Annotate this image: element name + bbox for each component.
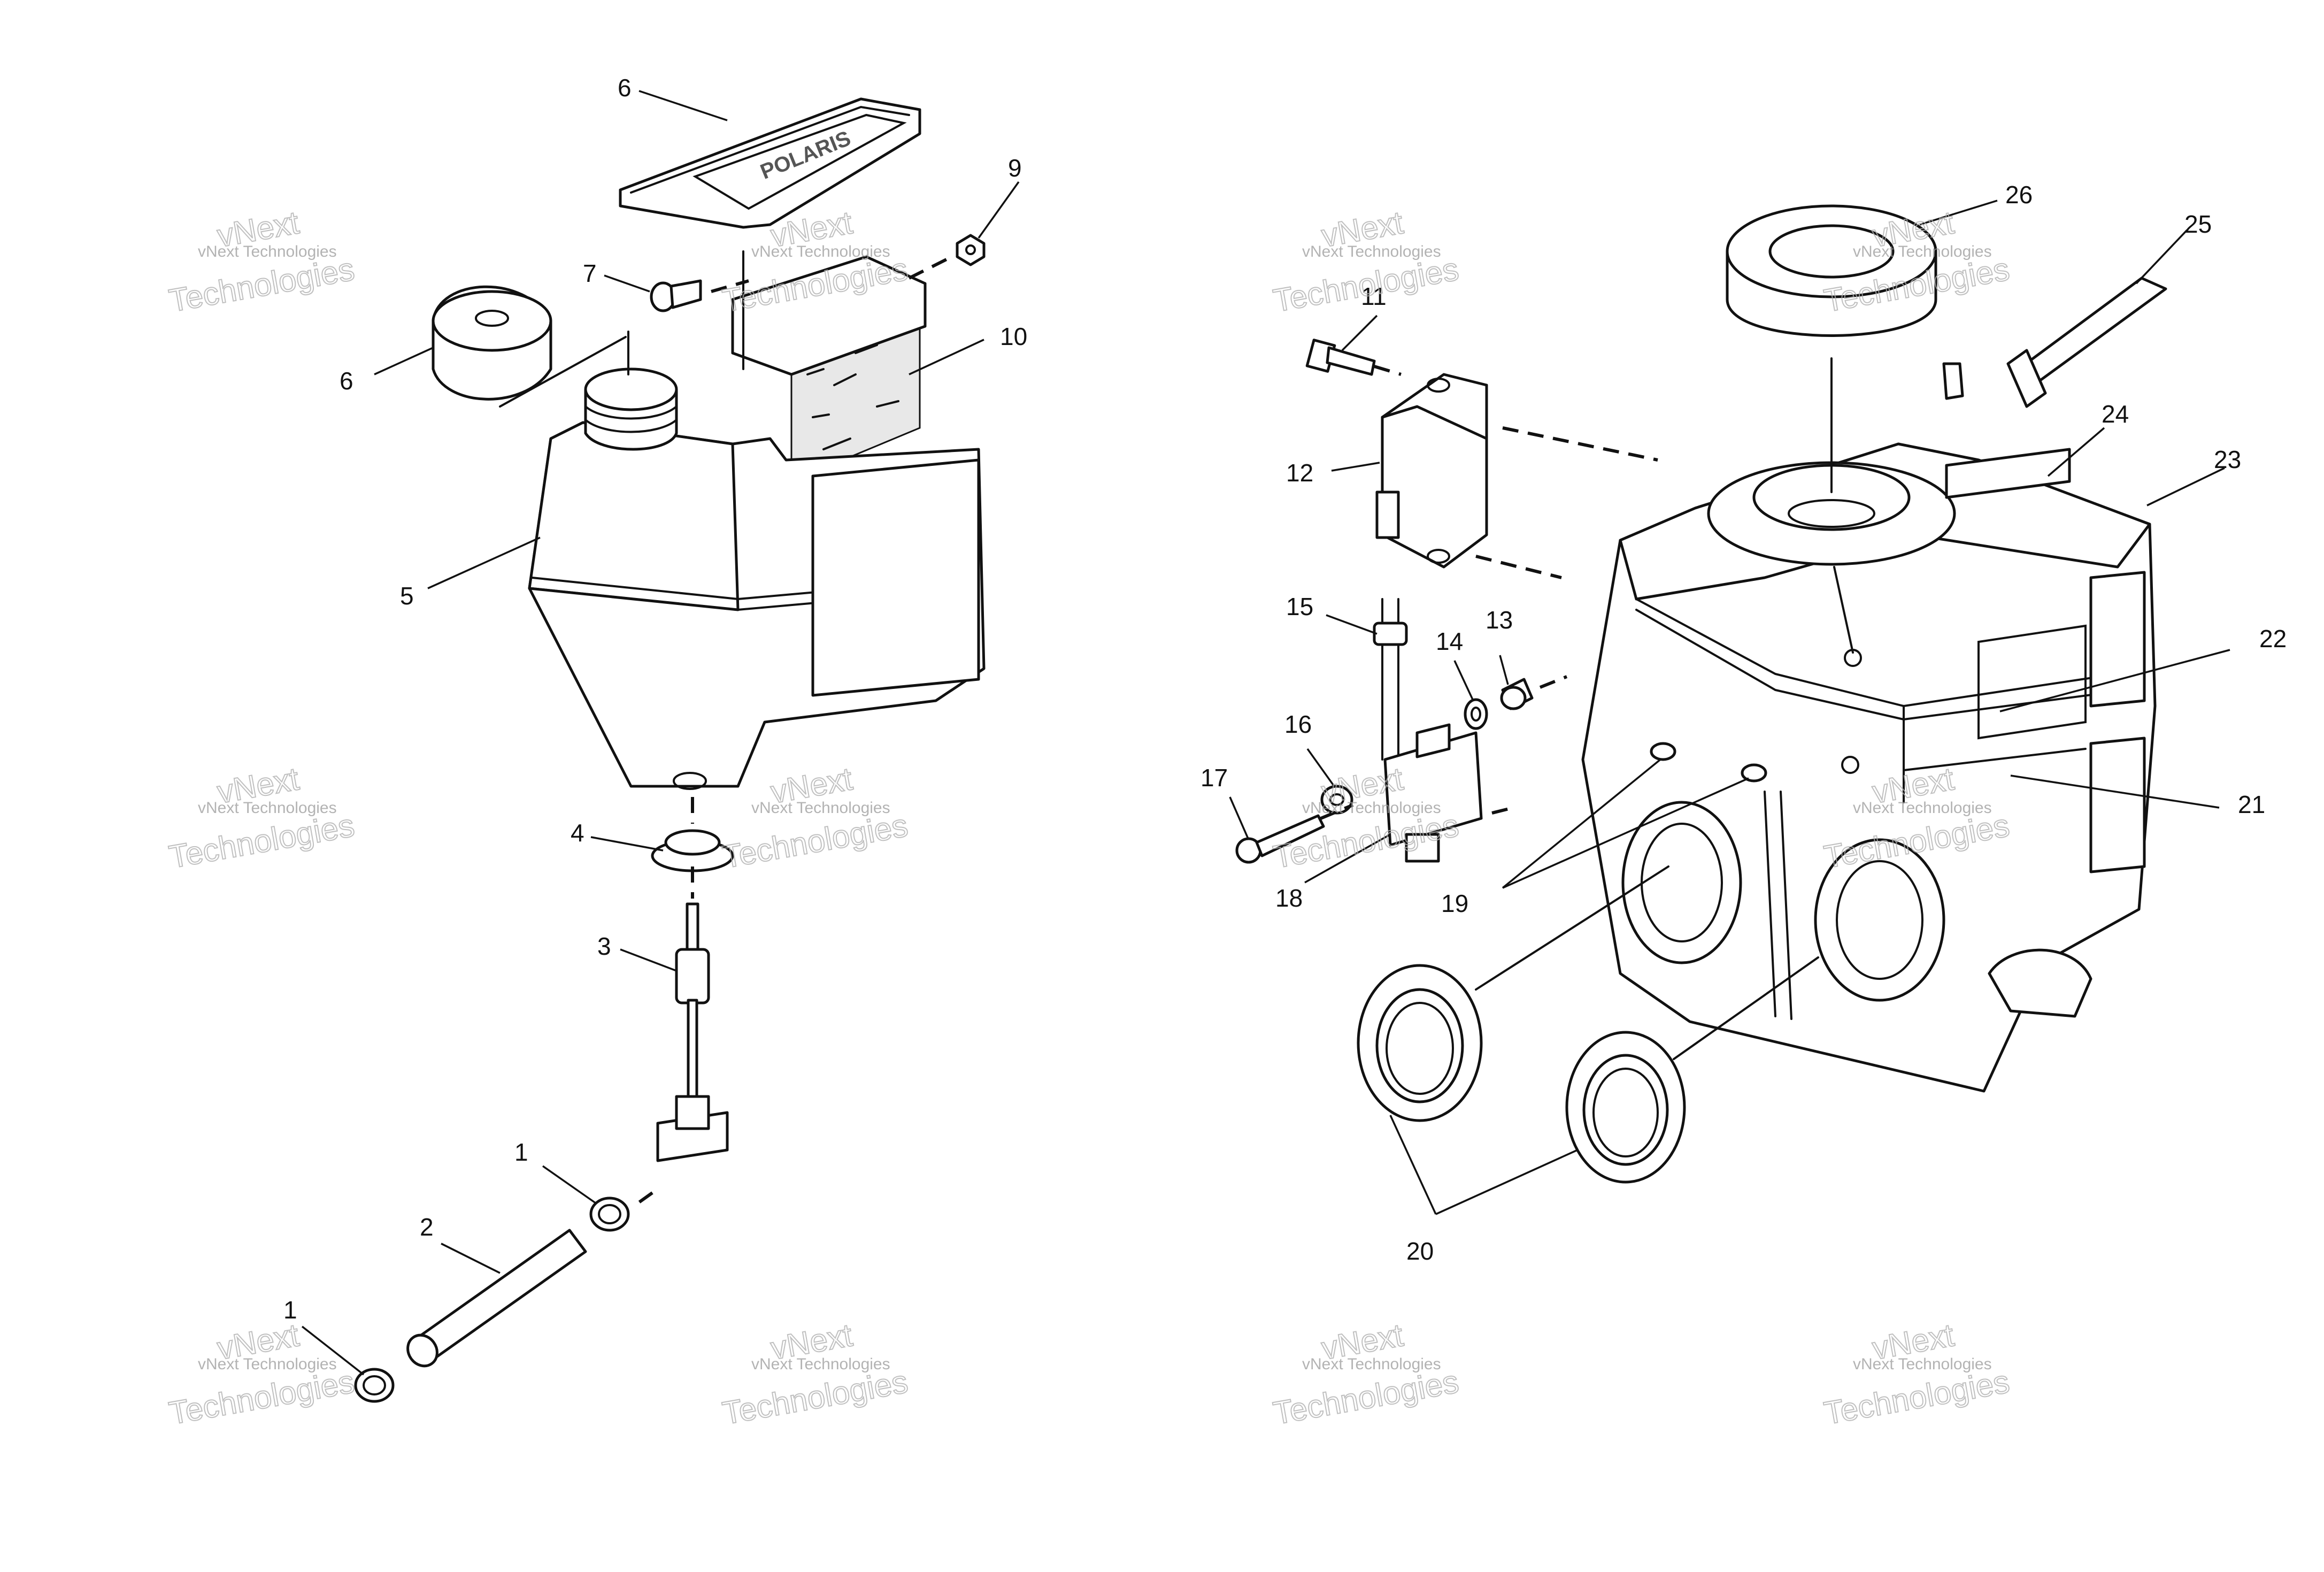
watermark-11: vNext Technologies vNext Technologies	[1270, 1316, 1462, 1432]
part-3-oil-filter	[656, 902, 729, 1162]
callout-5: 5	[400, 582, 414, 610]
callout-19: 19	[1441, 889, 1468, 917]
callout-labels: 6 7 9 6 10 5 4 3 1 2 1 11 12 15 14 13 16…	[283, 74, 2287, 1324]
part-9-nut	[956, 234, 986, 266]
callout-1-lower: 1	[283, 1296, 297, 1324]
svg-text:vNext Technologies: vNext Technologies	[1302, 799, 1441, 817]
callout-7: 7	[583, 259, 597, 287]
callout-25: 25	[2184, 210, 2212, 238]
watermark-12: vNext Technologies vNext Technologies	[1821, 1316, 2013, 1432]
part-5-oil-tank	[528, 367, 986, 790]
part-4-grommet	[651, 829, 734, 872]
watermark-9: vNext Technologies vNext Technologies	[166, 1316, 358, 1432]
part-13-spacer	[1500, 678, 1534, 710]
tank-bracket	[731, 255, 927, 376]
callout-2: 2	[420, 1213, 434, 1241]
callout-17: 17	[1201, 764, 1228, 792]
svg-text:vNext Technologies: vNext Technologies	[751, 799, 890, 817]
callout-26: 26	[2005, 181, 2033, 209]
watermark-6: vNext Technologies vNext Technologies	[719, 760, 911, 876]
callout-10: 10	[1000, 323, 1027, 350]
svg-text:Technologies: Technologies	[1821, 1363, 2012, 1431]
part-6-filler-cap	[432, 285, 552, 401]
callout-13: 13	[1486, 606, 1513, 634]
watermark-5: vNext Technologies vNext Technologies	[166, 760, 358, 876]
leader-lines	[301, 90, 2230, 1376]
svg-text:Technologies: Technologies	[720, 807, 911, 875]
callout-24: 24	[2102, 400, 2129, 428]
callout-4: 4	[571, 819, 584, 847]
part-2-hose	[406, 1229, 587, 1368]
svg-text:vNext Technologies: vNext Technologies	[198, 243, 337, 260]
watermark-10: vNext Technologies vNext Technologies	[719, 1316, 911, 1432]
callout-23: 23	[2214, 446, 2241, 473]
part-7-screw	[650, 279, 702, 312]
watermark-3: vNext Technologies vNext Technologies	[1270, 204, 1462, 319]
part-8-tank-cover: POLARIS	[619, 97, 921, 229]
svg-text:vNext Technologies: vNext Technologies	[751, 243, 890, 260]
svg-text:vNext Technologies: vNext Technologies	[1302, 243, 1441, 260]
callout-3: 3	[597, 932, 611, 960]
svg-text:vNext Technologies: vNext Technologies	[1853, 799, 1992, 817]
part-26-foam-ring	[1726, 204, 1937, 337]
svg-text:Technologies: Technologies	[166, 807, 357, 875]
part-14-washer	[1464, 698, 1488, 730]
part-16-washer	[1320, 785, 1353, 815]
svg-text:vNext Technologies: vNext Technologies	[1853, 1355, 1992, 1373]
svg-text:vNext Technologies: vNext Technologies	[198, 1355, 337, 1373]
svg-text:vNext Technologies: vNext Technologies	[1302, 1355, 1441, 1373]
part-23-airbox	[1581, 362, 2157, 1093]
callout-8: 6	[618, 74, 632, 102]
callout-21: 21	[2238, 791, 2265, 818]
left-assembly-lines	[499, 250, 953, 1208]
svg-text:Technologies: Technologies	[1271, 1363, 1461, 1431]
callout-16: 16	[1284, 710, 1312, 738]
part-11-bolt	[1305, 339, 1376, 376]
callout-1-upper: 1	[514, 1138, 528, 1166]
svg-text:Technologies: Technologies	[166, 251, 357, 319]
callout-12: 12	[1286, 459, 1313, 487]
svg-text:vNext Technologies: vNext Technologies	[751, 1355, 890, 1373]
callout-15: 15	[1286, 593, 1313, 620]
part-20-seal-right	[1565, 1031, 1686, 1184]
callout-22: 22	[2259, 625, 2287, 653]
part-20-seal-left	[1357, 964, 1483, 1122]
right-assembly-lines	[1320, 357, 1854, 1060]
part-25-strap	[2006, 277, 2167, 408]
watermark-1: vNext Technologies vNext Technologies	[166, 204, 358, 319]
svg-text:Technologies: Technologies	[1271, 807, 1461, 875]
part-1-clamp-lower	[354, 1368, 395, 1403]
callout-6: 6	[340, 367, 353, 395]
part-15-18-ignition-coil	[1373, 598, 1483, 863]
callout-11: 11	[1361, 282, 1387, 310]
part-1-clamp-upper	[589, 1197, 630, 1232]
svg-text:vNext Technologies: vNext Technologies	[1853, 243, 1992, 260]
svg-text:Technologies: Technologies	[166, 1363, 357, 1431]
callout-14: 14	[1436, 627, 1463, 655]
callout-18: 18	[1275, 884, 1303, 912]
callout-9: 9	[1008, 154, 1022, 182]
svg-text:vNext Technologies: vNext Technologies	[198, 799, 337, 817]
part-12-cdi-box	[1375, 373, 1488, 569]
callout-20: 20	[1406, 1237, 1434, 1265]
svg-text:Technologies: Technologies	[720, 1363, 911, 1431]
